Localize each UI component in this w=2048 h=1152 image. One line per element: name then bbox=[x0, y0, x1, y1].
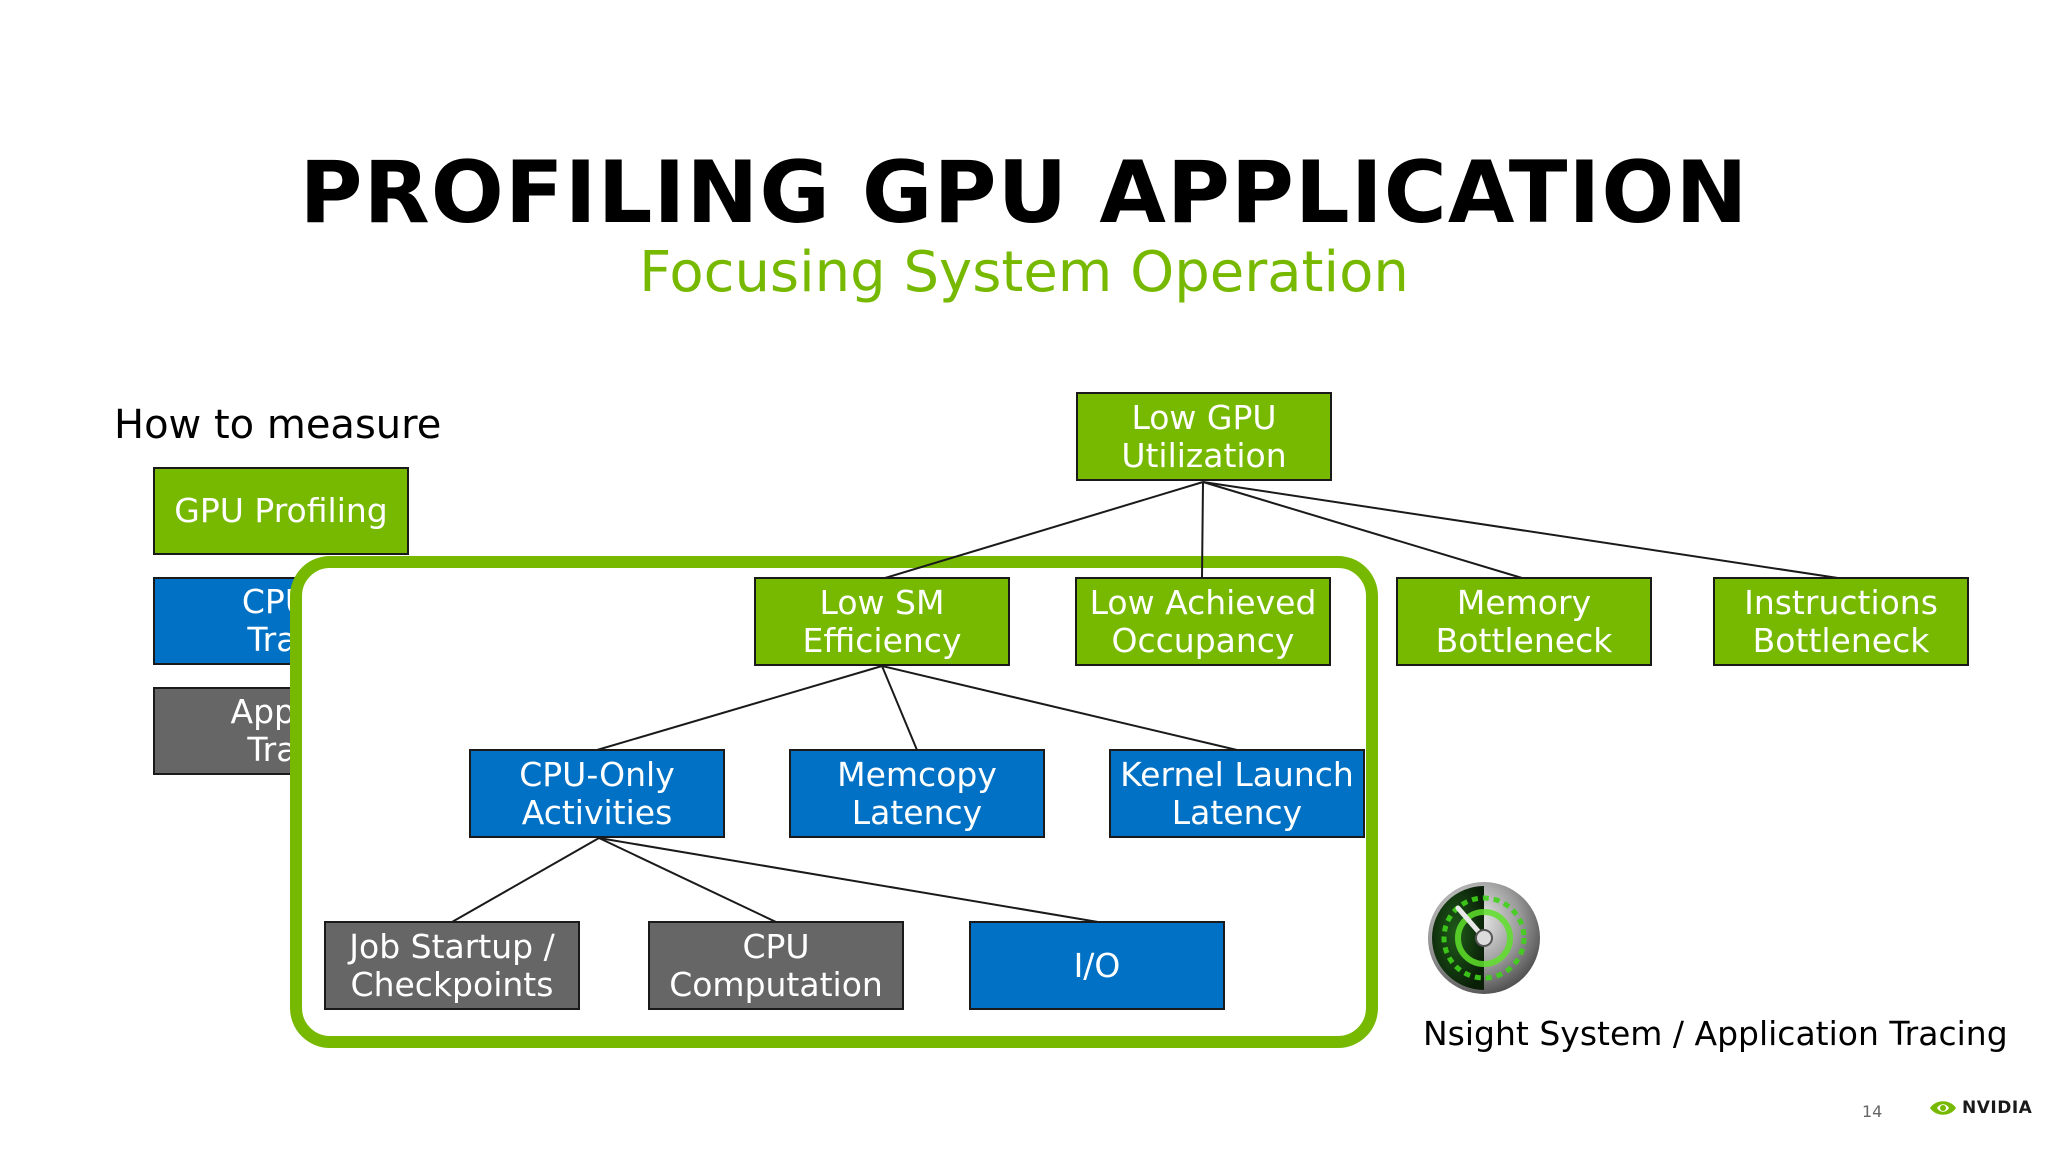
node-memory-bottleneck: Memory Bottleneck bbox=[1396, 577, 1652, 666]
edge-root-memory bbox=[1202, 481, 1523, 579]
node-low-gpu-utilization: Low GPU Utilization bbox=[1076, 392, 1332, 481]
nsight-gauge-icon bbox=[1428, 882, 1540, 994]
node-memcopy-latency: Memcopy Latency bbox=[789, 749, 1045, 838]
slide-subtitle: Focusing System Operation bbox=[639, 240, 1409, 305]
measure-gpu-profiling: GPU Profiling bbox=[153, 467, 409, 555]
page-number: 14 bbox=[1862, 1102, 1883, 1121]
node-kernel-launch-latency: Kernel Launch Latency bbox=[1109, 749, 1365, 838]
edge-sm-kernel bbox=[881, 665, 1238, 751]
nvidia-logo: NVIDIA bbox=[1928, 1098, 2032, 1118]
edge-root-occupancy bbox=[1201, 481, 1204, 579]
node-low-sm-efficiency: Low SM Efficiency bbox=[754, 577, 1010, 666]
edge-root-sm bbox=[884, 481, 1204, 579]
nvidia-logo-text: NVIDIA bbox=[1962, 1098, 2033, 1118]
node-job-startup-checkpoints: Job Startup / Checkpoints bbox=[324, 921, 580, 1010]
node-instructions-bottleneck: Instructions Bottleneck bbox=[1713, 577, 1969, 666]
slide-title: PROFILING GPU APPLICATION bbox=[299, 143, 1749, 243]
edge-cpuonly-computation bbox=[598, 837, 777, 923]
node-cpu-only-activities: CPU-Only Activities bbox=[469, 749, 725, 838]
node-cpu-computation: CPU Computation bbox=[648, 921, 904, 1010]
node-io: I/O bbox=[969, 921, 1225, 1010]
edge-root-instructions bbox=[1202, 481, 1839, 579]
edge-sm-memcopy bbox=[881, 665, 918, 751]
measure-heading: How to measure bbox=[114, 402, 442, 448]
nvidia-eye-icon bbox=[1930, 1101, 1956, 1115]
edge-sm-cpuonly bbox=[596, 665, 883, 751]
tool-caption: Nsight System / Application Tracing bbox=[1423, 1014, 2008, 1053]
edge-cpuonly-job bbox=[451, 837, 600, 923]
edge-cpuonly-io bbox=[598, 837, 1099, 923]
node-low-achieved-occupancy: Low Achieved Occupancy bbox=[1075, 577, 1331, 666]
